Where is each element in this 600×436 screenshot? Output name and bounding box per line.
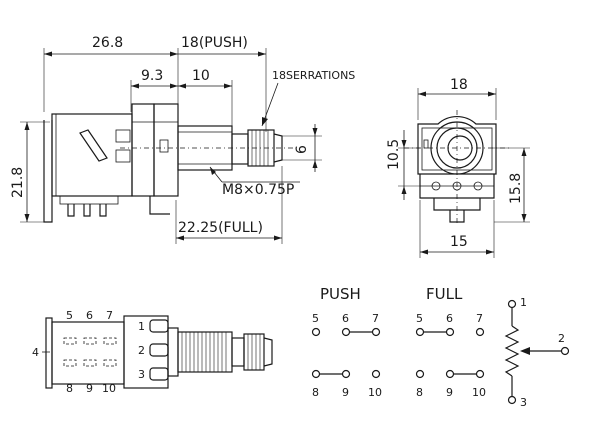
- dim-thread: 10: [192, 68, 210, 84]
- bottom-pin-2: 2: [138, 344, 145, 357]
- dim-front-terminal-span: 15: [450, 234, 468, 250]
- push-pin-6: 6: [342, 312, 349, 325]
- label-thread-spec: M8×0.75P: [222, 182, 294, 198]
- schematic-push-title: PUSH: [320, 285, 361, 303]
- bottom-pin-9: 9: [86, 382, 93, 395]
- pot-pin-1: 1: [520, 296, 527, 309]
- bottom-pin-5: 5: [66, 309, 73, 322]
- dim-full-length: 22.25(FULL): [178, 220, 263, 236]
- dim-front-center-height: 10.5: [386, 139, 402, 170]
- full-pin-6: 6: [446, 312, 453, 325]
- full-pin-8: 8: [416, 386, 423, 399]
- full-pin-5: 5: [416, 312, 423, 325]
- full-pin-9: 9: [446, 386, 453, 399]
- bottom-label-4: 4: [32, 346, 39, 359]
- bottom-pin-6: 6: [86, 309, 93, 322]
- bottom-view: 4 5 6 7 8 9 10 1 2 3: [32, 309, 273, 395]
- push-pin-10: 10: [368, 386, 382, 399]
- dim-push-length: 18(PUSH): [181, 35, 248, 51]
- dim-height: 21.8: [10, 167, 26, 198]
- dim-bushing: 9.3: [141, 68, 163, 84]
- dim-front-width: 18: [450, 77, 468, 93]
- bottom-pin-8: 8: [66, 382, 73, 395]
- bottom-pin-7: 7: [106, 309, 113, 322]
- full-pin-10: 10: [472, 386, 486, 399]
- dim-shaft-dia: 6: [294, 145, 310, 154]
- bottom-pin-3: 3: [138, 368, 145, 381]
- push-pin-9: 9: [342, 386, 349, 399]
- pot-pin-2: 2: [558, 332, 565, 345]
- front-view: 18 10.5 15.8: [386, 77, 530, 258]
- full-pin-7: 7: [476, 312, 483, 325]
- schematic: PUSH FULL 5 6 7 8 9 10 5 6 7 8 9 10 1: [311, 285, 570, 409]
- bottom-pin-1: 1: [138, 320, 145, 333]
- bottom-pin-10: 10: [102, 382, 116, 395]
- side-view: 26.8 18(PUSH) 9.3 10 18SERRATIONS 21.8: [10, 35, 355, 244]
- schematic-full-title: FULL: [426, 285, 463, 303]
- push-pin-8: 8: [312, 386, 319, 399]
- dim-front-terminal-height: 15.8: [508, 173, 524, 204]
- push-pin-7: 7: [372, 312, 379, 325]
- push-pin-5: 5: [312, 312, 319, 325]
- dim-body-width: 26.8: [92, 35, 123, 51]
- label-serrations: 18SERRATIONS: [272, 69, 355, 82]
- pot-pin-3: 3: [520, 396, 527, 409]
